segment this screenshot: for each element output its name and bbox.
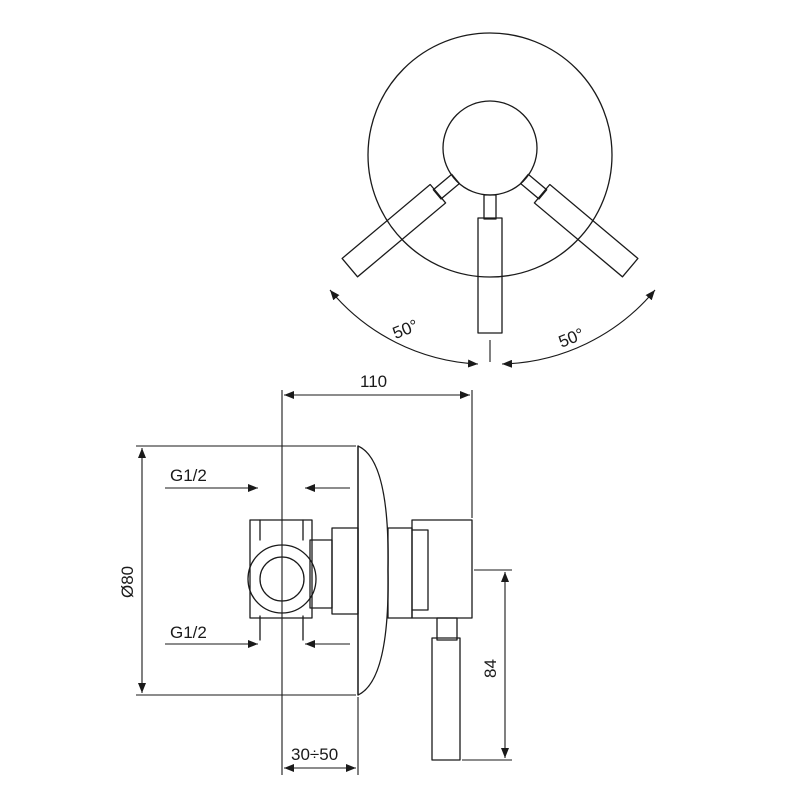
collar bbox=[387, 527, 413, 619]
thread-top-label: G1/2 bbox=[170, 466, 207, 485]
side-view: G1/2 G1/2 110 Ø80 84 30÷50 bbox=[118, 372, 512, 775]
lever-right bbox=[519, 173, 639, 278]
lever-grip bbox=[431, 637, 461, 761]
lever-left bbox=[341, 173, 461, 278]
escutcheon-profile bbox=[357, 445, 389, 696]
angle-left-label: 50° bbox=[390, 316, 421, 343]
angle-arc-left bbox=[329, 289, 479, 368]
diameter-label: Ø80 bbox=[118, 566, 137, 598]
angle-right-label: 50° bbox=[556, 324, 587, 351]
handle-height-label: 84 bbox=[481, 659, 500, 678]
back-stem bbox=[331, 527, 359, 615]
wall-range-label: 30÷50 bbox=[291, 745, 338, 764]
escutcheon-plate bbox=[367, 32, 613, 278]
angle-arc-right bbox=[501, 289, 656, 368]
front-view: 50° 50° bbox=[329, 32, 656, 368]
back-connector bbox=[309, 539, 333, 609]
lever-center bbox=[477, 194, 503, 334]
depth-label: 110 bbox=[360, 372, 387, 391]
lever-neck bbox=[436, 617, 458, 641]
thread-bottom-label: G1/2 bbox=[170, 623, 207, 642]
mixer-body bbox=[411, 519, 473, 619]
